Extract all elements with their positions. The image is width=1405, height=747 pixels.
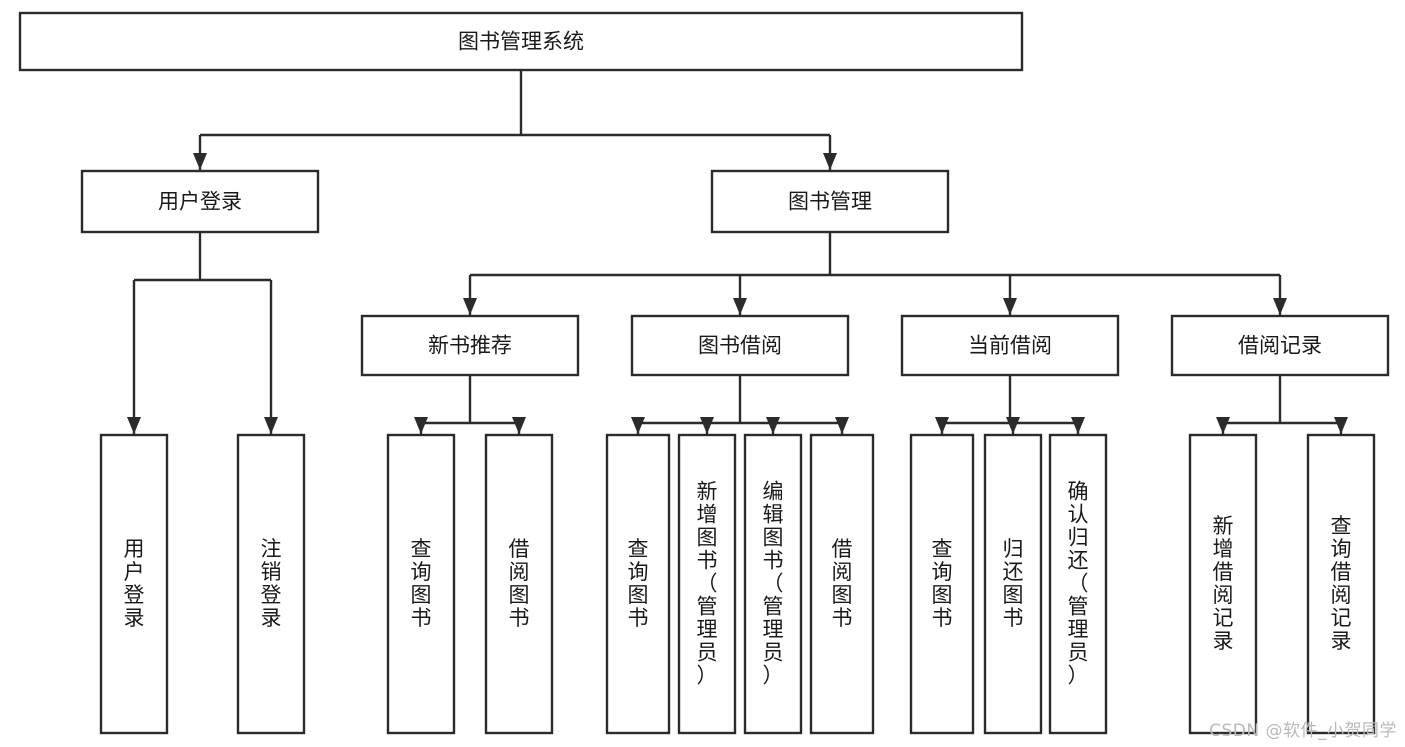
arrow-head-icon [835, 417, 849, 434]
node-label: 查询图书 [411, 537, 432, 630]
root-node-undefined[interactable]: 图书管理系统 [18, 11, 1024, 72]
leaf-node-leaf-query-record[interactable]: 查询借阅记录 [1306, 433, 1376, 735]
node-box[interactable] [360, 314, 580, 377]
arrow-head-icon [264, 417, 278, 434]
arrow-head-icon [127, 417, 141, 434]
node-box[interactable] [605, 433, 671, 735]
node-box[interactable] [80, 169, 320, 234]
node-label: 确认归还（管理员） [1068, 480, 1089, 688]
leaf-node-leaf-borrow-book-2[interactable]: 借阅图书 [809, 433, 875, 735]
arrow-head-icon [414, 417, 428, 434]
level3-node-borrow-records[interactable]: 借阅记录 [1170, 314, 1390, 377]
leaf-node-leaf-query-book-1[interactable]: 查询图书 [386, 433, 456, 735]
level3-node-current-borrow[interactable]: 当前借阅 [900, 314, 1120, 377]
arrow-head-icon [823, 153, 837, 170]
arrow-head-icon [700, 417, 714, 434]
arrow-head-icon [193, 153, 207, 170]
node-box[interactable] [99, 433, 169, 735]
node-label: 图书管理 [788, 190, 872, 214]
arrow-head-icon [1071, 417, 1085, 434]
node-box[interactable] [1048, 433, 1108, 735]
node-box[interactable] [630, 314, 850, 377]
leaf-node-leaf-return-book[interactable]: 归还图书 [983, 433, 1043, 735]
arrow-head-icon [512, 417, 526, 434]
leaf-node-leaf-add-book[interactable]: 新增图书（管理员） [677, 433, 737, 735]
node-box[interactable] [386, 433, 456, 735]
node-label: 用户登录 [124, 537, 145, 630]
leaf-node-leaf-query-book-2[interactable]: 查询图书 [605, 433, 671, 735]
node-label: 新书推荐 [428, 334, 512, 358]
node-box[interactable] [743, 433, 803, 735]
node-label: 归还图书 [1003, 537, 1024, 630]
node-label: 新增图书（管理员） [697, 480, 718, 688]
node-box[interactable] [983, 433, 1043, 735]
arrow-head-icon [935, 417, 949, 434]
node-box[interactable] [900, 314, 1120, 377]
node-box[interactable] [710, 169, 950, 234]
node-box[interactable] [1188, 433, 1258, 735]
arrow-head-icon [1006, 417, 1020, 434]
arrow-head-icon [1334, 417, 1348, 434]
level3-node-new-book-recommend[interactable]: 新书推荐 [360, 314, 580, 377]
node-label: 图书管理系统 [458, 30, 584, 54]
leaf-node-leaf-query-book-3[interactable]: 查询图书 [909, 433, 975, 735]
arrow-head-icon [1273, 298, 1287, 315]
node-label: 注销登录 [261, 537, 282, 630]
node-box[interactable] [909, 433, 975, 735]
arrow-head-icon [1216, 417, 1230, 434]
leaf-node-leaf-user-login[interactable]: 用户登录 [99, 433, 169, 735]
node-box[interactable] [1170, 314, 1390, 377]
node-label: 借阅图书 [509, 537, 530, 630]
leaf-node-leaf-edit-book[interactable]: 编辑图书（管理员） [743, 433, 803, 735]
node-label: 借阅记录 [1238, 334, 1322, 358]
node-box[interactable] [236, 433, 306, 735]
level2-node-user-login[interactable]: 用户登录 [80, 169, 320, 234]
leaf-node-leaf-logout[interactable]: 注销登录 [236, 433, 306, 735]
arrow-head-icon [733, 298, 747, 315]
arrow-head-icon [631, 417, 645, 434]
leaf-node-leaf-confirm-return[interactable]: 确认归还（管理员） [1048, 433, 1108, 735]
node-label: 查询借阅记录 [1331, 514, 1352, 653]
node-label: 新增借阅记录 [1213, 514, 1234, 653]
node-label: 编辑图书（管理员） [763, 480, 784, 688]
leaf-node-leaf-borrow-book-1[interactable]: 借阅图书 [484, 433, 554, 735]
node-box[interactable] [484, 433, 554, 735]
node-label: 查询图书 [628, 537, 649, 630]
node-box[interactable] [677, 433, 737, 735]
node-label: 用户登录 [158, 190, 242, 214]
arrow-head-icon [463, 298, 477, 315]
arrow-head-icon [766, 417, 780, 434]
level3-node-book-borrow[interactable]: 图书借阅 [630, 314, 850, 377]
node-label: 当前借阅 [968, 334, 1052, 358]
csdn-watermark: CSDN @软件_小贺同学 [1209, 721, 1397, 741]
node-box[interactable] [18, 11, 1024, 72]
node-label: 图书借阅 [698, 334, 782, 358]
level2-node-book-management[interactable]: 图书管理 [710, 169, 950, 234]
node-box[interactable] [809, 433, 875, 735]
node-box[interactable] [1306, 433, 1376, 735]
node-label: 查询图书 [932, 537, 953, 630]
node-label: 借阅图书 [832, 537, 853, 630]
arrow-head-icon [1003, 298, 1017, 315]
leaf-node-leaf-add-record[interactable]: 新增借阅记录 [1188, 433, 1258, 735]
